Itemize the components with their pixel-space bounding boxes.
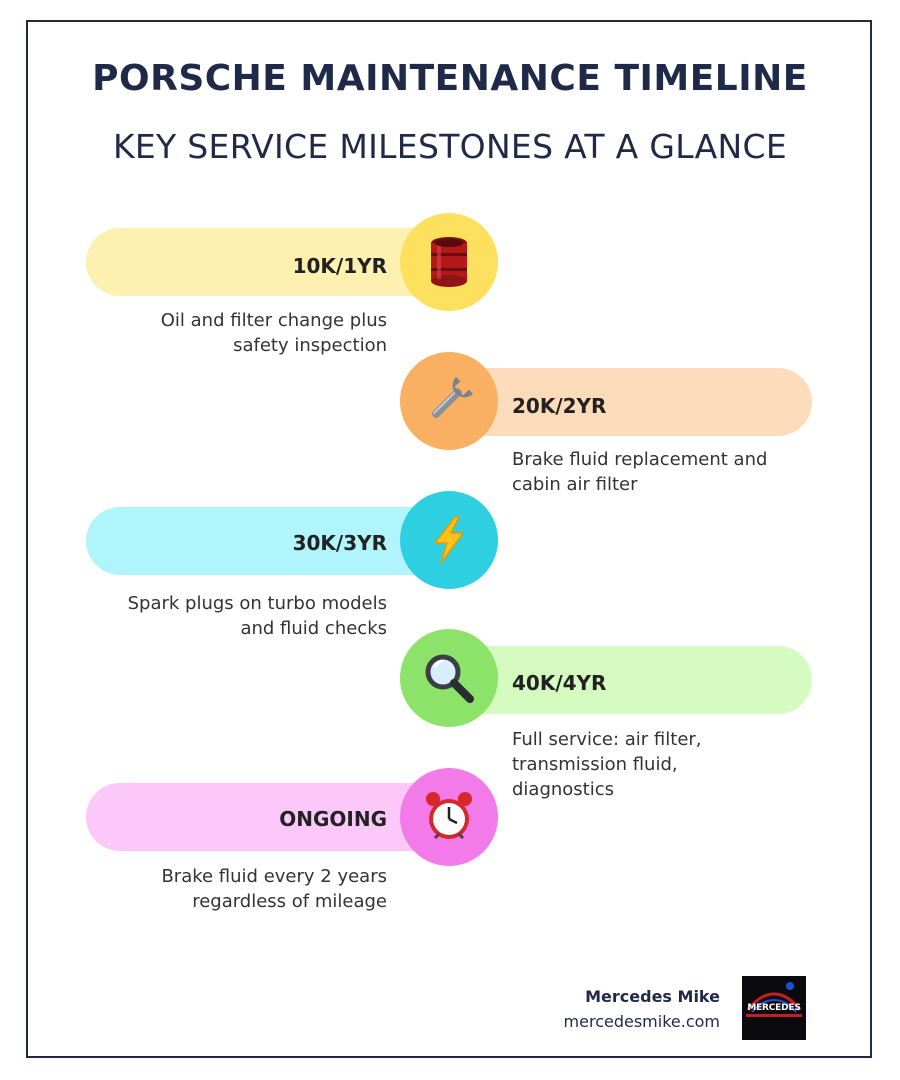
milestone-2-label: 20K/2YR (512, 394, 607, 418)
brand-name: Mercedes Mike (585, 987, 720, 1006)
brand-logo: MERCEDES (742, 976, 806, 1040)
milestone-5-label: ONGOING (279, 807, 387, 831)
milestone-3-description: Spark plugs on turbo models and fluid ch… (127, 593, 387, 639)
milestone-4-badge (400, 629, 498, 727)
milestone-2-description: Brake fluid replacement and cabin air fi… (512, 449, 768, 495)
logo-car-icon (746, 982, 802, 1017)
lightning-icon (433, 516, 465, 564)
milestone-4-label: 40K/4YR (512, 671, 607, 695)
wrench-icon (431, 376, 474, 419)
alarm-clock-icon (426, 792, 472, 840)
milestone-2-badge (400, 352, 498, 450)
oil-barrel-icon (431, 237, 467, 287)
page-title: PORSCHE MAINTENANCE TIMELINE (92, 58, 808, 99)
milestone-3-label: 30K/3YR (292, 531, 387, 555)
milestone-5-badge (400, 768, 498, 866)
milestone-1-badge (400, 213, 498, 311)
brand-url[interactable]: mercedesmike.com (563, 1012, 720, 1031)
milestone-1-description: Oil and filter change plus safety inspec… (160, 310, 387, 356)
milestone-1-label: 10K/1YR (292, 254, 387, 278)
page-subtitle: KEY SERVICE MILESTONES AT A GLANCE (112, 127, 788, 166)
logo-text: MERCEDES (747, 1003, 801, 1013)
magnifier-icon (425, 654, 474, 703)
milestone-3-badge (400, 491, 498, 589)
milestone-4-description: Full service: air filter, transmission f… (512, 729, 702, 800)
milestone-5-description: Brake fluid every 2 years regardless of … (161, 866, 387, 912)
